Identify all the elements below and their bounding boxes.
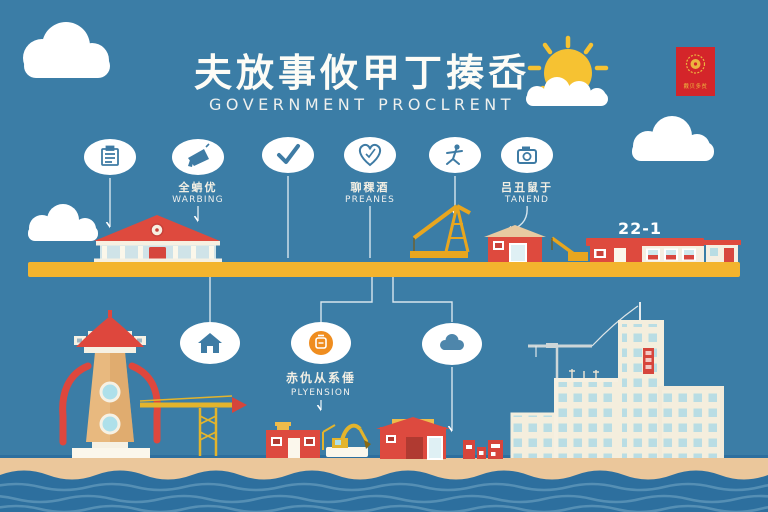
lighthouse bbox=[59, 310, 161, 458]
badge-icon bbox=[309, 331, 333, 355]
sand-shore bbox=[0, 458, 768, 480]
step-oval bbox=[429, 137, 481, 173]
step-oval bbox=[422, 323, 482, 365]
step-oval bbox=[291, 322, 351, 364]
heart-icon bbox=[358, 143, 382, 167]
government-building bbox=[94, 215, 222, 263]
step-label-zh: 吕丑鼠于 bbox=[501, 180, 553, 194]
small-building bbox=[703, 240, 741, 262]
top-steps: 全蚺优 WARBING 聊稞酒 PREANES 吕丑鼠于 TANEND bbox=[84, 137, 553, 205]
step-oval bbox=[84, 139, 136, 175]
tower-sign bbox=[643, 348, 654, 374]
megaphone-icon bbox=[188, 143, 210, 167]
red-blocks bbox=[463, 440, 503, 459]
seal-caption: 戴贝多贫 bbox=[683, 82, 707, 90]
page-subtitle: GOVERNMENT PROCLRENT bbox=[209, 95, 515, 114]
camera-icon bbox=[517, 146, 537, 164]
step-oval bbox=[172, 139, 224, 175]
warehouse bbox=[266, 422, 320, 458]
step-label-zh: 全蚺优 bbox=[178, 180, 218, 194]
building bbox=[658, 386, 724, 470]
step-oval bbox=[180, 322, 240, 364]
form-icon bbox=[101, 145, 119, 166]
official-seal: 戴贝多贫 bbox=[676, 47, 715, 96]
city-buildings bbox=[510, 302, 724, 470]
construction-crane bbox=[528, 305, 639, 380]
small-crane bbox=[550, 236, 588, 261]
step-oval bbox=[501, 137, 553, 173]
step-label-zh: 赤仇从系倕 bbox=[286, 370, 356, 385]
cloud bbox=[526, 77, 608, 106]
bottom-connectors bbox=[209, 277, 453, 322]
building bbox=[554, 378, 622, 470]
lattice-crane bbox=[139, 395, 247, 456]
tower-building bbox=[618, 320, 664, 470]
excavator bbox=[322, 423, 371, 457]
connector-line bbox=[320, 277, 373, 322]
cloud-icon bbox=[440, 334, 464, 350]
step-label-en: PREANES bbox=[345, 195, 395, 205]
house-icon bbox=[198, 333, 222, 353]
red-house bbox=[484, 225, 546, 263]
connector-line bbox=[392, 277, 453, 322]
barn bbox=[376, 417, 450, 460]
timeline-bar bbox=[28, 262, 740, 277]
cloud bbox=[23, 22, 110, 78]
step-label-zh: 聊稞酒 bbox=[351, 180, 390, 194]
step-label-en: WARBING bbox=[172, 195, 224, 205]
gold-emblem-icon bbox=[685, 54, 706, 74]
runner-icon bbox=[446, 144, 463, 165]
step-oval bbox=[344, 137, 396, 173]
cloud bbox=[632, 116, 714, 161]
top-connectors bbox=[110, 176, 528, 258]
step-oval bbox=[262, 137, 314, 173]
cloud bbox=[28, 204, 98, 241]
wave-lines bbox=[0, 482, 768, 512]
tower-crane bbox=[410, 204, 471, 258]
step-label-en: TANEND bbox=[504, 195, 549, 205]
step-label-en: PLYENSION bbox=[291, 388, 351, 398]
checkmark-icon bbox=[277, 144, 300, 164]
page-title: 夫放事攸甲丁揍岙 bbox=[194, 51, 530, 95]
bottom-steps: 赤仇从系倕 PLYENSION bbox=[180, 322, 482, 431]
building-label: 22-1 bbox=[618, 219, 662, 238]
building-22-1: 22-1 bbox=[586, 219, 704, 262]
